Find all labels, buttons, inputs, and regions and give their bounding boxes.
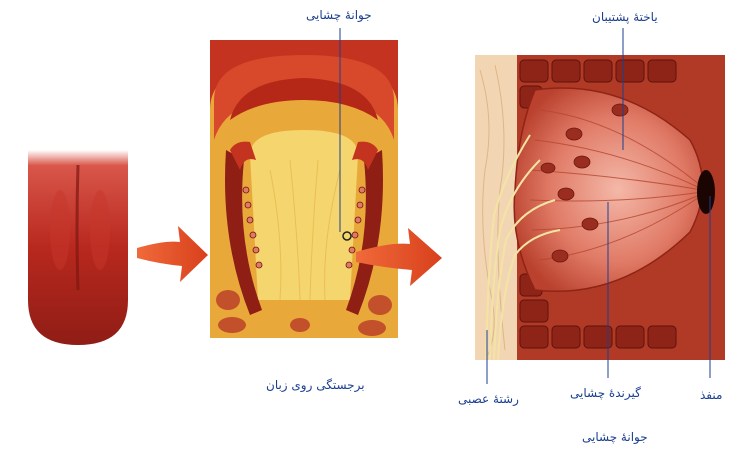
label-pore: منفذ — [700, 388, 722, 402]
label-nerve-fiber: رشتهٔ عصبی — [458, 392, 519, 406]
label-supporting-cell: یاختهٔ پشتیبان — [592, 10, 658, 24]
papilla-cross-section — [210, 28, 398, 338]
label-taste-bud-top: جوانهٔ چشایی — [306, 8, 372, 22]
label-tongue-papilla: برجستگی روی زبان — [266, 378, 365, 392]
label-taste-receptor: گیرندهٔ چشایی — [570, 386, 641, 400]
arrow-1 — [137, 226, 208, 282]
tongue-illustration — [28, 150, 128, 345]
label-taste-bud-bottom: جوانهٔ چشایی — [582, 430, 648, 444]
taste-bud-detail — [475, 28, 725, 384]
